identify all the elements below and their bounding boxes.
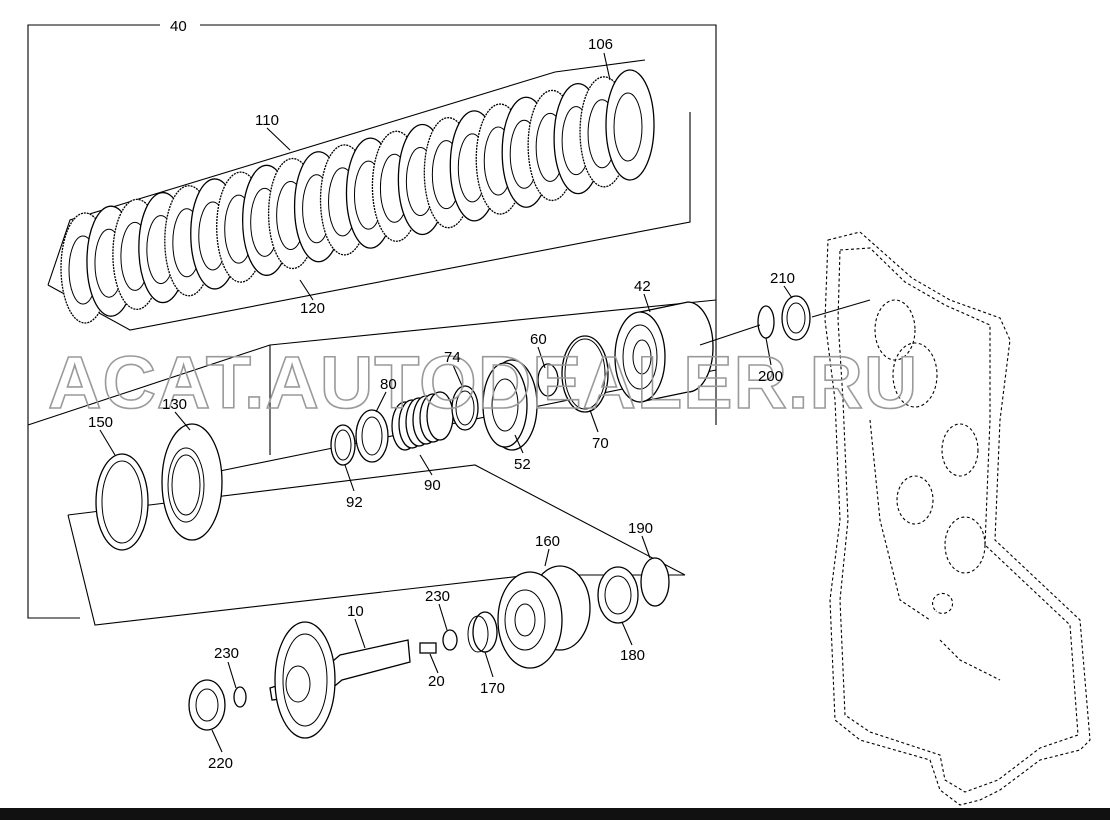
callout-160: 160 (535, 533, 560, 550)
callout-120: 120 (300, 300, 325, 317)
snap-ring-200 (757, 305, 775, 339)
callout-230-lower: 230 (214, 645, 239, 662)
group-bracket-40 (27, 24, 717, 619)
shaft-10 (269, 621, 411, 739)
clutch-disc-bore (613, 92, 643, 162)
callout-130: 130 (162, 396, 187, 413)
shaft-group-bracket (67, 464, 686, 626)
snap-ring-230-lower (233, 686, 247, 708)
callout-220: 220 (208, 755, 233, 772)
snap-ring-230-upper (442, 629, 458, 651)
callout-52: 52 (514, 456, 531, 473)
washer-80 (355, 409, 389, 463)
callout-150: 150 (88, 414, 113, 431)
callout-10: 10 (347, 603, 364, 620)
callout-190: 190 (628, 520, 653, 537)
needle-bearing-170 (467, 611, 498, 653)
o-ring-70 (561, 335, 609, 413)
callout-70: 70 (592, 435, 609, 452)
bottom-bar (0, 808, 1110, 820)
callout-110: 110 (255, 112, 279, 129)
leader-lines (99, 52, 793, 753)
clutch-disc (605, 69, 655, 181)
callout-60: 60 (530, 331, 547, 348)
callout-40: 40 (170, 18, 187, 35)
watermark-text: ACAT.AUTODEALER.RU (48, 341, 918, 424)
bearing-180 (597, 566, 639, 624)
callout-labels: 40 106 110 120 42 60 74 80 130 150 92 90… (88, 16, 795, 772)
callout-210: 210 (770, 270, 795, 287)
callout-90: 90 (424, 477, 441, 494)
snap-ring-150 (95, 453, 149, 551)
callout-106: 106 (588, 36, 613, 53)
end-plate-130 (161, 423, 223, 541)
bearing-220 (188, 679, 226, 731)
callout-42: 42 (634, 278, 651, 295)
transmission-housing (824, 231, 1091, 806)
o-ring-60 (537, 363, 559, 397)
callout-180: 180 (620, 647, 645, 664)
snap-ring-190 (640, 557, 670, 607)
callout-200: 200 (758, 368, 783, 385)
callout-74: 74 (444, 349, 461, 366)
callout-92: 92 (346, 494, 363, 511)
callout-170: 170 (480, 680, 505, 697)
bearing-210 (699, 295, 871, 346)
snap-ring-92 (330, 424, 356, 466)
plug-20 (419, 642, 437, 654)
spring-pack-90 (391, 391, 454, 451)
o-ring-74 (451, 385, 479, 431)
callout-20: 20 (428, 673, 445, 690)
callout-80: 80 (380, 376, 397, 393)
gear-160 (497, 565, 591, 669)
clutch-drum-42 (614, 301, 714, 403)
clutch-disc-stack (60, 69, 655, 324)
piston-52 (482, 359, 538, 451)
callout-230-upper: 230 (425, 588, 450, 605)
